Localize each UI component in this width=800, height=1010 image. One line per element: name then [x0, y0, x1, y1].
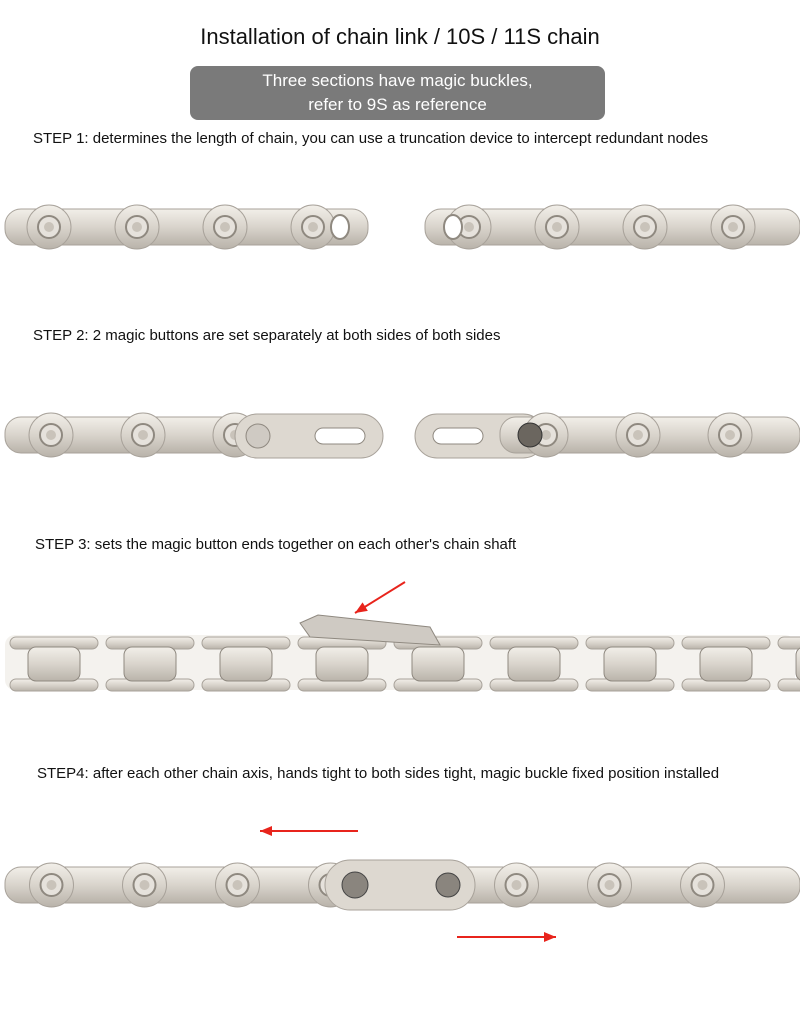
magic-link-plate: [324, 859, 476, 911]
note-banner: Three sections have magic buckles, refer…: [190, 66, 605, 120]
magic-link-slot: [432, 427, 484, 445]
chain-pin-center: [308, 222, 318, 232]
red-arrow-head: [355, 602, 368, 613]
note-line-2: refer to 9S as reference: [308, 95, 487, 114]
chain-roller: [27, 646, 81, 682]
chain-roller: [219, 646, 273, 682]
chain-pin-center: [640, 222, 650, 232]
chain-pin-center: [46, 880, 57, 890]
step-1-label: STEP 1: determines the length of chain, …: [33, 130, 709, 147]
chain-pin-center: [697, 880, 708, 890]
magic-link-plate-raised: [299, 614, 441, 646]
chain-pin-center: [541, 430, 551, 440]
chain-roller: [315, 646, 369, 682]
chain-roller: [123, 646, 177, 682]
chain-roller: [411, 646, 465, 682]
chain-strip: [424, 208, 800, 246]
chain-pin-center: [633, 430, 643, 440]
chain-roller: [507, 646, 561, 682]
chain-pin-center: [604, 880, 615, 890]
chain-pin-center: [232, 880, 243, 890]
step-2-label: STEP 2: 2 magic buttons are set separate…: [33, 327, 501, 344]
chain-pin-center: [511, 880, 522, 890]
chain-image-step-3: [5, 581, 800, 692]
chain-pin-center: [728, 222, 738, 232]
chain-end-hole: [443, 214, 463, 240]
magic-link-pin: [341, 871, 369, 899]
red-arrow-head: [544, 932, 556, 942]
magic-link-pin: [245, 423, 271, 449]
chain-roller: [699, 646, 753, 682]
step-4-label: STEP4: after each other chain axis, hand…: [37, 765, 720, 782]
chain-end-hole: [330, 214, 350, 240]
magic-link-plate: [234, 413, 384, 459]
magic-link-pin: [435, 872, 461, 898]
chain-pin-center: [220, 222, 230, 232]
magic-link-slot: [314, 427, 366, 445]
chain-pin-center: [44, 222, 54, 232]
chain-roller: [603, 646, 657, 682]
note-line-1: Three sections have magic buckles,: [262, 71, 533, 90]
step-3-label: STEP 3: sets the magic button ends toget…: [35, 536, 517, 553]
red-arrow-head: [260, 826, 272, 836]
chain-pin-center: [46, 430, 56, 440]
chain-image-step-1: [4, 204, 800, 250]
magic-link-pin: [517, 422, 543, 448]
chain-pin-center: [139, 880, 150, 890]
chain-plate-bottom: [777, 678, 800, 692]
chain-roller: [795, 647, 800, 681]
page-title: Installation of chain link / 10S / 11S c…: [200, 24, 600, 49]
chain-pin-center: [132, 222, 142, 232]
chain-image-step-4: [4, 826, 800, 942]
chain-pin-center: [138, 430, 148, 440]
chain-image-step-2: [4, 412, 800, 459]
chain-pin-center: [552, 222, 562, 232]
chain-strip: [4, 208, 369, 246]
chain-pin-center: [725, 430, 735, 440]
chain-pin-center: [464, 222, 474, 232]
chain-plate-top: [777, 636, 800, 650]
